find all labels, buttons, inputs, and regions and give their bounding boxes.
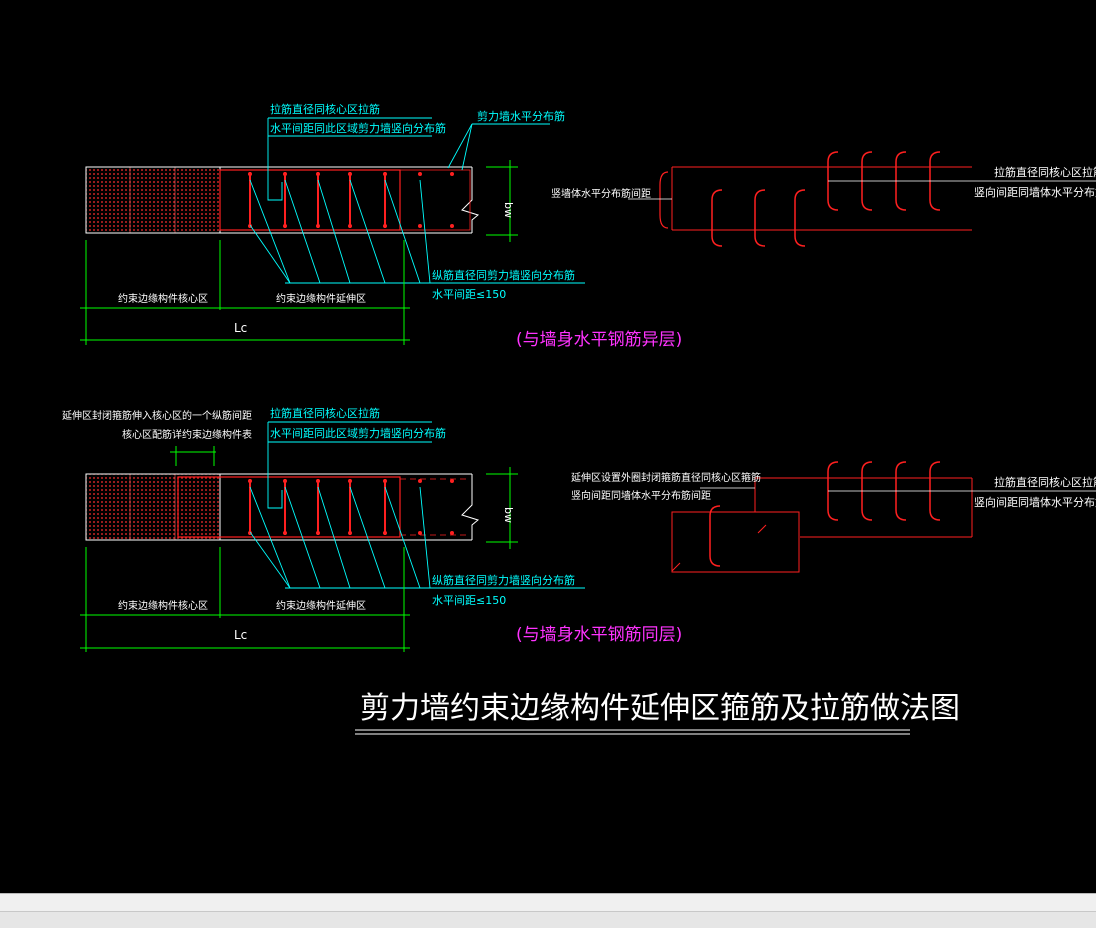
top-side-label-vertical: 竖向间距同墙体水平分布筋 <box>974 185 1096 199</box>
bottom-label-extension-note-2: 核心区配筋详约束边缘构件表 <box>122 428 252 441</box>
command-line[interactable] <box>0 911 1096 928</box>
top-bw-label: bw <box>502 202 515 218</box>
bottom-note-layer: (与墙身水平钢筋同层) <box>516 625 682 645</box>
bottom-label-extension-zone: 约束边缘构件延伸区 <box>276 599 366 612</box>
top-side-label-vertical-spacing: 竖墙体水平分布筋间距 <box>551 187 651 200</box>
top-label-core-zone: 约束边缘构件核心区 <box>118 292 208 305</box>
top-side-label-tie: 拉筋直径同核心区拉筋 <box>994 165 1096 179</box>
top-leader-lines <box>249 117 585 284</box>
drawing-title: 剪力墙约束边缘构件延伸区箍筋及拉筋做法图 <box>360 691 960 726</box>
top-bw-dimension <box>486 160 518 242</box>
bottom-side-label-vertical: 竖向间距同墙体水平分布筋 <box>974 495 1096 509</box>
top-rebar-dots <box>248 172 454 228</box>
bottom-section-detail: bw 延伸区封闭箍筋伸入核心区的一个纵筋间距 核心区配筋详约束边缘构件表 拉筋直… <box>62 406 682 652</box>
bottom-label-horizontal-spacing: 水平间距同此区域剪力墙竖向分布筋 <box>270 426 446 440</box>
top-section-detail: bw 拉筋直径同核心区拉筋 水平间距同此区域剪力墙竖向分布筋 剪力墙水平分布筋 … <box>80 102 682 350</box>
drawing-title-block: 剪力墙约束边缘构件延伸区箍筋及拉筋做法图 <box>355 691 960 735</box>
top-label-spacing-limit: 水平间距≤150 <box>432 288 506 301</box>
bottom-label-core-zone: 约束边缘构件核心区 <box>118 599 208 612</box>
bottom-extension-stirrup <box>177 476 401 538</box>
top-side-elevation: 竖墙体水平分布筋间距 拉筋直径同核心区拉筋 竖向间距同墙体水平分布筋 <box>551 151 1096 247</box>
bottom-label-tie-diameter: 拉筋直径同核心区拉筋 <box>270 406 380 420</box>
top-lc-dimension <box>80 240 410 345</box>
top-extension-stirrup <box>219 169 401 231</box>
top-label-horizontal-spacing: 水平间距同此区域剪力墙竖向分布筋 <box>270 121 446 135</box>
bottom-label-extension-note-1: 延伸区封闭箍筋伸入核心区的一个纵筋间距 <box>62 409 252 422</box>
bottom-side-label-stirrup-2: 竖向间距同墙体水平分布筋间距 <box>571 489 711 502</box>
top-note-layer: (与墙身水平钢筋异层) <box>516 330 682 350</box>
bottom-label-lc: Lc <box>234 628 247 642</box>
bottom-side-label-tie: 拉筋直径同核心区拉筋 <box>994 475 1096 489</box>
bottom-side-elevation: 延伸区设置外圈封闭箍筋直径同核心区箍筋 竖向间距同墙体水平分布筋间距 拉筋直径同… <box>571 461 1096 573</box>
bottom-core-zone-hatch <box>85 473 221 541</box>
top-label-longitudinal: 纵筋直径同剪力墙竖向分布筋 <box>432 268 575 282</box>
bottom-label-spacing-limit: 水平间距≤150 <box>432 594 506 607</box>
bottom-bw-label: bw <box>502 507 515 523</box>
bottom-side-label-stirrup-1: 延伸区设置外圈封闭箍筋直径同核心区箍筋 <box>571 471 761 484</box>
top-label-wall-horizontal-bar: 剪力墙水平分布筋 <box>477 109 565 123</box>
top-label-tie-diameter: 拉筋直径同核心区拉筋 <box>270 102 380 116</box>
top-wall-horizontal-bar <box>399 169 471 231</box>
top-label-extension-zone: 约束边缘构件延伸区 <box>276 292 366 305</box>
bottom-label-longitudinal: 纵筋直径同剪力墙竖向分布筋 <box>432 573 575 587</box>
status-bar <box>0 893 1096 928</box>
top-core-zone-hatch <box>85 166 221 234</box>
top-label-lc: Lc <box>234 321 247 335</box>
